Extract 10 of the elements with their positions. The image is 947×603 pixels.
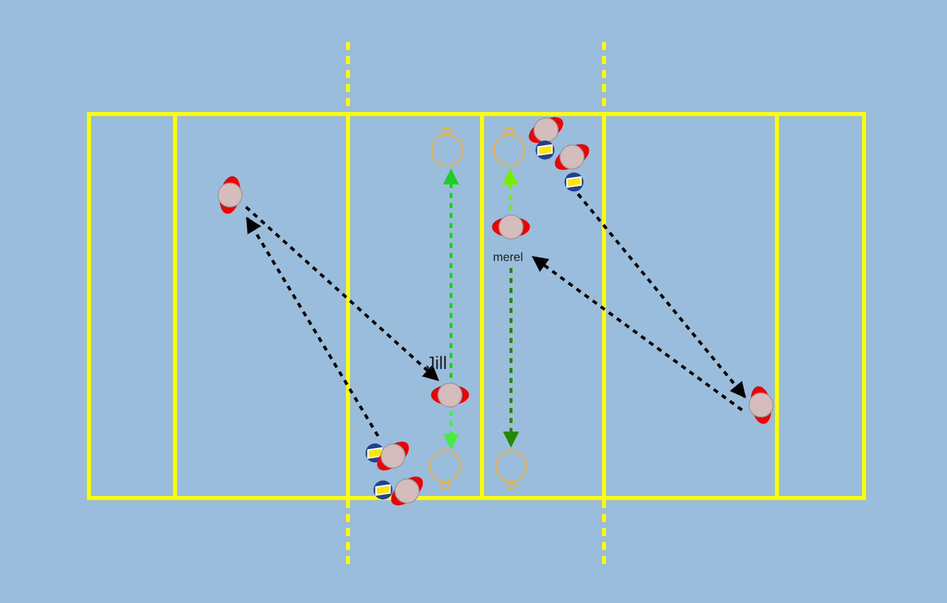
arrow: [503, 268, 519, 448]
arrow: [576, 193, 746, 398]
player-name: Jill: [426, 354, 447, 372]
arrow: [443, 411, 459, 450]
player-name: merel: [493, 251, 524, 263]
arrow: [245, 206, 440, 382]
arrow: [502, 168, 518, 210]
arrow: [532, 256, 743, 412]
arrow: [443, 168, 459, 378]
arrow: [246, 216, 380, 437]
